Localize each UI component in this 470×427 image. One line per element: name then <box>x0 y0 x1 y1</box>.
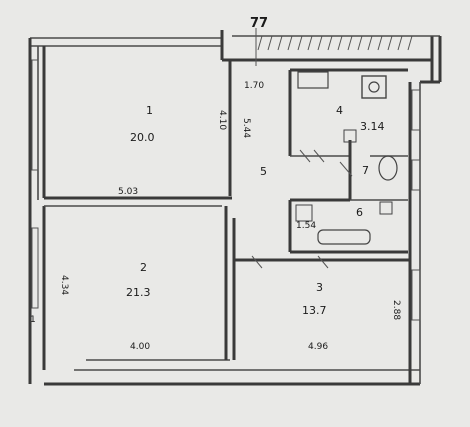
room-number: 3 <box>316 281 323 294</box>
room-area: 3.14 <box>360 120 385 133</box>
dimension-label: 2.88 <box>391 300 401 320</box>
dimension-label: 4.34 <box>59 275 69 295</box>
toilet-icon <box>378 155 398 181</box>
dimension-label: 4.00 <box>130 342 150 352</box>
dimension-label: 1.70 <box>244 81 264 91</box>
room-area: 13.7 <box>302 304 327 317</box>
fixtures <box>295 71 398 245</box>
stove-icon <box>361 75 387 99</box>
bathtub-icon <box>297 71 329 89</box>
building-number: 77 <box>250 16 268 31</box>
bathtub-icon <box>317 229 371 245</box>
right-windows <box>31 59 421 321</box>
room-number: 5 <box>260 165 267 178</box>
room-area: 21.3 <box>126 286 151 299</box>
shower-icon <box>379 201 393 215</box>
room-number: 2 <box>140 261 147 274</box>
room-number: 1 <box>146 104 153 117</box>
dimension-label: 4.96 <box>308 342 328 352</box>
sink-icon <box>295 204 313 222</box>
dimension-ticks <box>251 28 353 269</box>
sink-icon <box>343 129 357 143</box>
room-number: 6 <box>356 206 363 219</box>
dimension-label: 1 <box>30 315 36 325</box>
room-number: 7 <box>362 164 369 177</box>
outer-walls <box>28 30 442 386</box>
dimension-label: 1.54 <box>296 221 316 231</box>
room-number: 4 <box>336 104 343 117</box>
room-area: 20.0 <box>130 131 155 144</box>
dimension-label: 5.03 <box>118 187 138 197</box>
interior-walls <box>44 60 410 360</box>
top-wall-hatching <box>257 35 413 51</box>
dimension-label: 4.10 <box>217 110 227 130</box>
dimension-label: 5.44 <box>241 118 251 138</box>
